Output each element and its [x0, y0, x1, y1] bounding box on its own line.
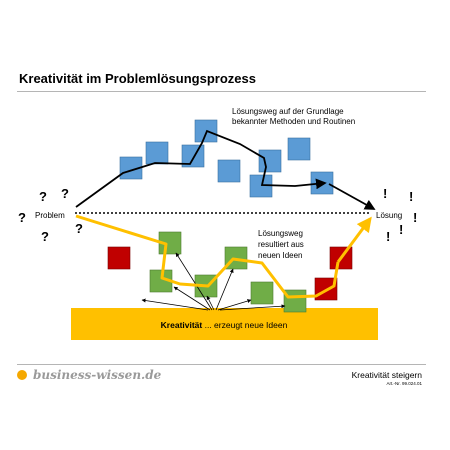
question-mark: ?	[61, 186, 69, 201]
exclamation-mark: !	[386, 229, 390, 244]
exclamation-mark: !	[383, 186, 387, 201]
question-mark: ?	[39, 189, 47, 204]
creativity-caption: Kreativität ... erzeugt neue Ideen	[161, 320, 288, 330]
footer-divider	[17, 364, 426, 365]
problem-label: Problem	[35, 211, 65, 220]
known-path-caption-line: Lösungsweg auf der Grundlage	[232, 107, 344, 116]
blue-box	[145, 141, 169, 165]
blue-box	[217, 159, 241, 183]
slide-title: Kreativität im Problemlösungsprozess	[19, 71, 256, 86]
question-marks: ? ? ? ? ?	[18, 186, 83, 244]
creativity-caption-bold: Kreativität	[161, 320, 203, 330]
new-path-caption-line: Lösungsweg	[258, 229, 303, 238]
exclamation-marks: ! ! ! ! !	[383, 186, 417, 244]
logo-text: business-wissen.de	[33, 368, 162, 382]
red-box	[107, 246, 131, 270]
idea-generation-arrows	[141, 252, 286, 311]
green-box	[250, 281, 274, 305]
blue-box	[258, 149, 282, 173]
new-ideas-boxes	[149, 231, 307, 313]
creativity-bar	[71, 308, 378, 340]
new-path-caption-line: neuen Ideen	[258, 251, 303, 260]
question-mark: ?	[41, 229, 49, 244]
new-path-final-arrow	[336, 216, 372, 263]
business-wissen-logo: business-wissen.de	[17, 368, 161, 382]
question-mark: ?	[75, 221, 83, 236]
exclamation-mark: !	[409, 189, 413, 204]
known-path-final-arrow	[328, 183, 376, 210]
logo-dot-icon	[17, 370, 27, 380]
green-box	[283, 289, 307, 313]
article-number: Art.-Nr. 99.024.01	[386, 381, 422, 386]
question-mark: ?	[18, 210, 26, 225]
known-path-caption: Lösungsweg auf der Grundlage bekannter M…	[232, 107, 355, 126]
creativity-caption-rest: ... erzeugt neue Ideen	[202, 320, 287, 330]
known-path-arrow	[75, 129, 327, 208]
blue-box	[194, 119, 218, 143]
blue-box	[287, 137, 311, 161]
new-path-arrow	[75, 214, 340, 299]
exclamation-mark: !	[413, 210, 417, 225]
known-path-caption-line: bekannter Methoden und Routinen	[232, 117, 355, 126]
footer-caption: Kreativität steigern	[351, 370, 422, 380]
new-path-caption: Lösungsweg resultiert aus neuen Ideen	[258, 229, 306, 260]
exclamation-mark: !	[399, 222, 403, 237]
new-path-caption-line: resultiert aus	[258, 240, 304, 249]
solution-label: Lösung	[376, 211, 402, 220]
title-divider	[17, 91, 426, 92]
